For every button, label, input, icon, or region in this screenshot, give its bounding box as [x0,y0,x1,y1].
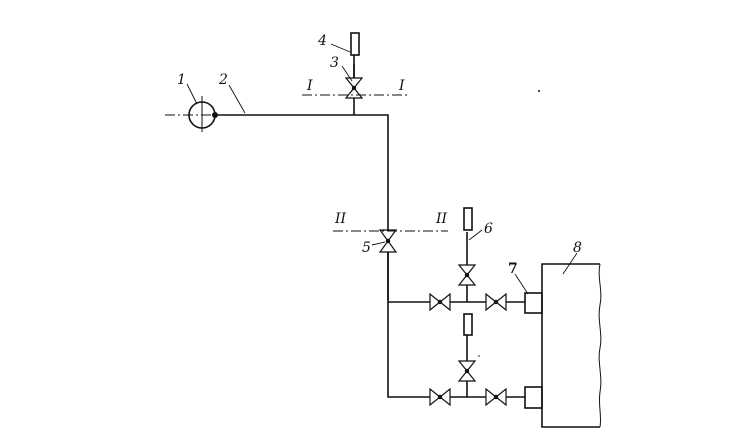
furnace [541,263,602,428]
callout-2: 2 [218,72,228,88]
callout-3: 3 [330,55,339,71]
main-pipeline [165,96,238,132]
section-2-right: II [435,211,448,227]
callout-5: 5 [362,240,371,256]
callout-7: 7 [508,261,518,277]
section-1-left: I [306,78,313,94]
leader-lines [186,43,578,295]
speck [538,90,540,92]
callout-labels: 1 2 3 4 5 6 7 8 [177,33,582,277]
purge-valve-upper [344,32,364,99]
callout-8: 8 [573,240,582,256]
safety-branch-lower [457,313,477,397]
burner-header [387,252,525,398]
lower-line-valves [429,387,507,407]
callout-6: 6 [484,221,493,237]
section-1-right: I [398,78,405,94]
section-2-left: II [334,211,347,227]
speck [478,355,480,357]
branch-pipe [212,64,389,300]
callout-4: 4 [317,33,327,49]
safety-branch-upper [457,207,477,302]
upper-line-valves [429,292,507,312]
burners [524,292,543,409]
section-markers: I I II II [306,78,448,227]
shutoff-valve [378,229,398,253]
callout-1: 1 [177,72,186,88]
